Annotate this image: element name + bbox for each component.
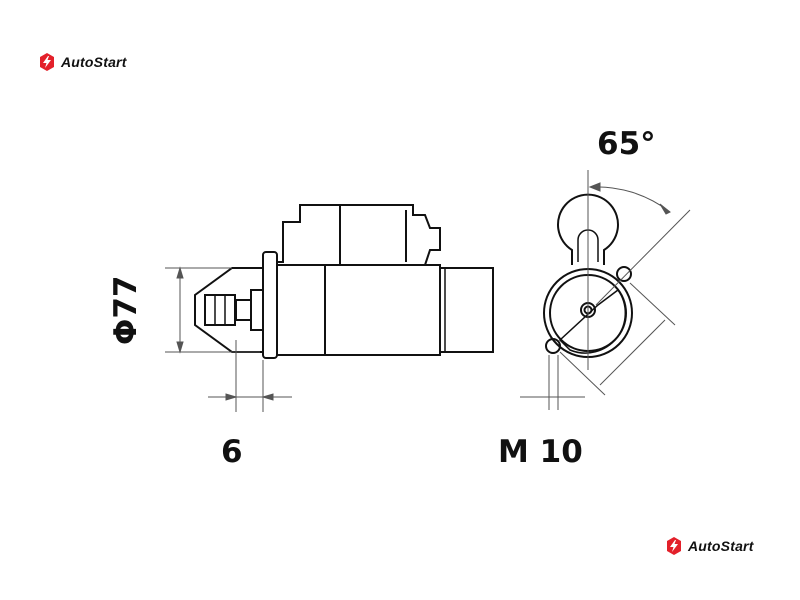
side-view — [194, 204, 494, 359]
brand-name: AutoStart — [61, 54, 127, 70]
autostart-logo-icon — [667, 537, 681, 555]
brand-name: AutoStart — [688, 538, 754, 554]
dimension-lines-side — [165, 266, 292, 412]
dimension-lines-end — [520, 170, 691, 410]
brand-logo-top: AutoStart — [37, 52, 127, 72]
autostart-logo-icon — [40, 53, 54, 71]
bolt-size-label: M 10 — [498, 434, 583, 470]
flange-thickness-label: 6 — [221, 434, 243, 470]
angle-label: 65° — [597, 126, 656, 162]
brand-logo-bottom: AutoStart — [664, 536, 754, 556]
diameter-label: Φ77 — [108, 275, 144, 346]
